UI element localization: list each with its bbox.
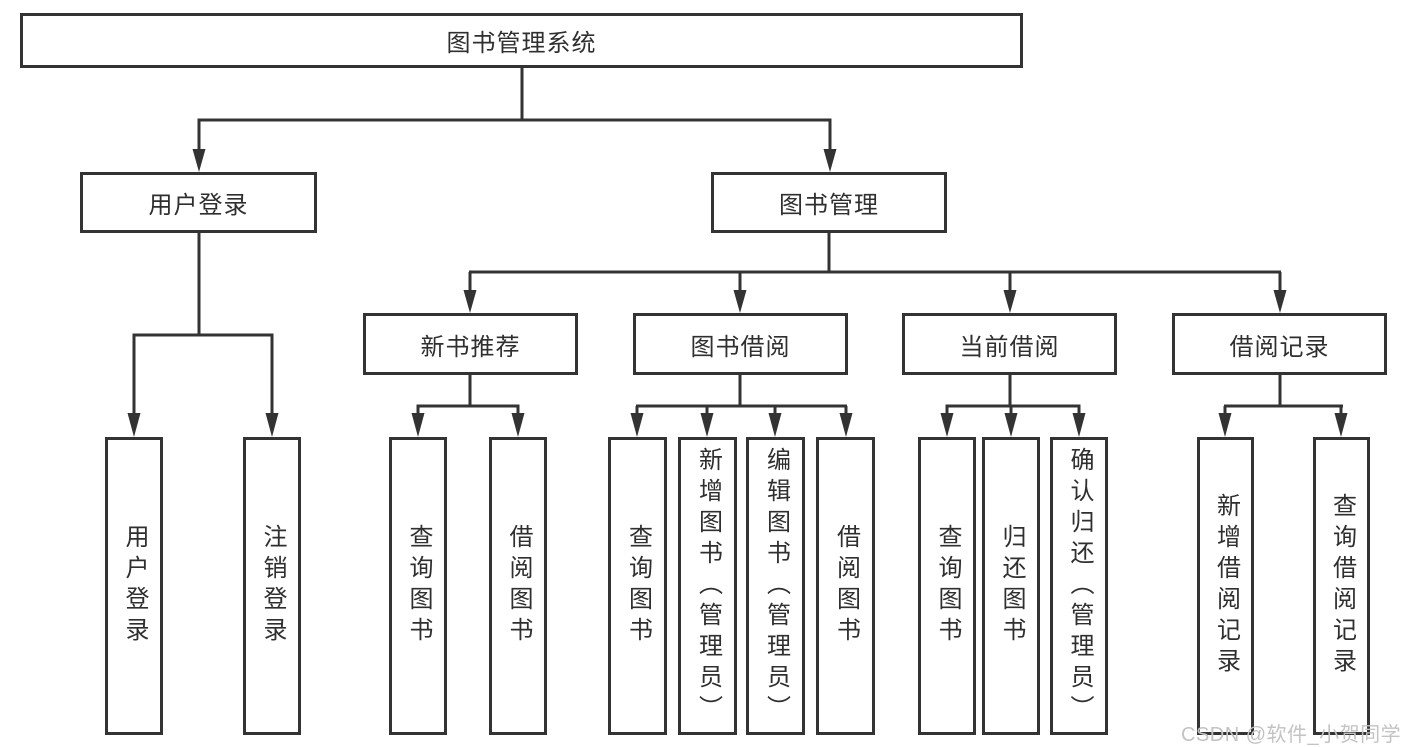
leaf-borrow-book: 借阅图书 [816,437,875,735]
connector-root-to-level1 [192,68,837,172]
leaf-query-book-recommend: 查询图书 [389,437,447,735]
leaf-borrow-book-recommend: 借阅图书 [489,437,547,735]
leaf-confirm-return-admin: 确认归还（管理员） [1050,437,1108,735]
connector-new-book-rec-children [411,375,525,437]
leaf-return-book: 归还图书 [982,437,1040,735]
node-borrow-records: 借阅记录 [1172,313,1387,375]
node-book-borrow: 图书借阅 [633,313,848,375]
leaf-edit-book-admin: 编辑图书（管理员） [746,437,805,735]
leaf-add-book-admin: 新增图书（管理员） [678,437,737,735]
connector-book-mgmt-children [463,233,1287,313]
node-new-book-recommend: 新书推荐 [363,313,578,375]
node-book-management: 图书管理 [711,172,947,233]
csdn-watermark: CSDN @软件_小贺同学 [1181,724,1402,746]
leaf-user-login: 用户登录 [105,437,163,735]
connector-current-borrow-children [940,375,1086,437]
leaf-query-book-borrow: 查询图书 [608,437,667,735]
leaf-query-borrow-record: 查询借阅记录 [1313,437,1370,735]
connector-book-borrow-children [630,375,853,437]
node-current-borrow: 当前借阅 [902,313,1117,375]
leaf-logout: 注销登录 [243,437,301,735]
connector-user-login-children [127,233,279,437]
connector-borrow-records-children [1218,375,1348,437]
leaf-add-borrow-record: 新增借阅记录 [1197,437,1254,735]
node-root: 图书管理系统 [20,13,1023,68]
node-user-login: 用户登录 [80,172,317,233]
leaf-query-book-current: 查询图书 [918,437,976,735]
